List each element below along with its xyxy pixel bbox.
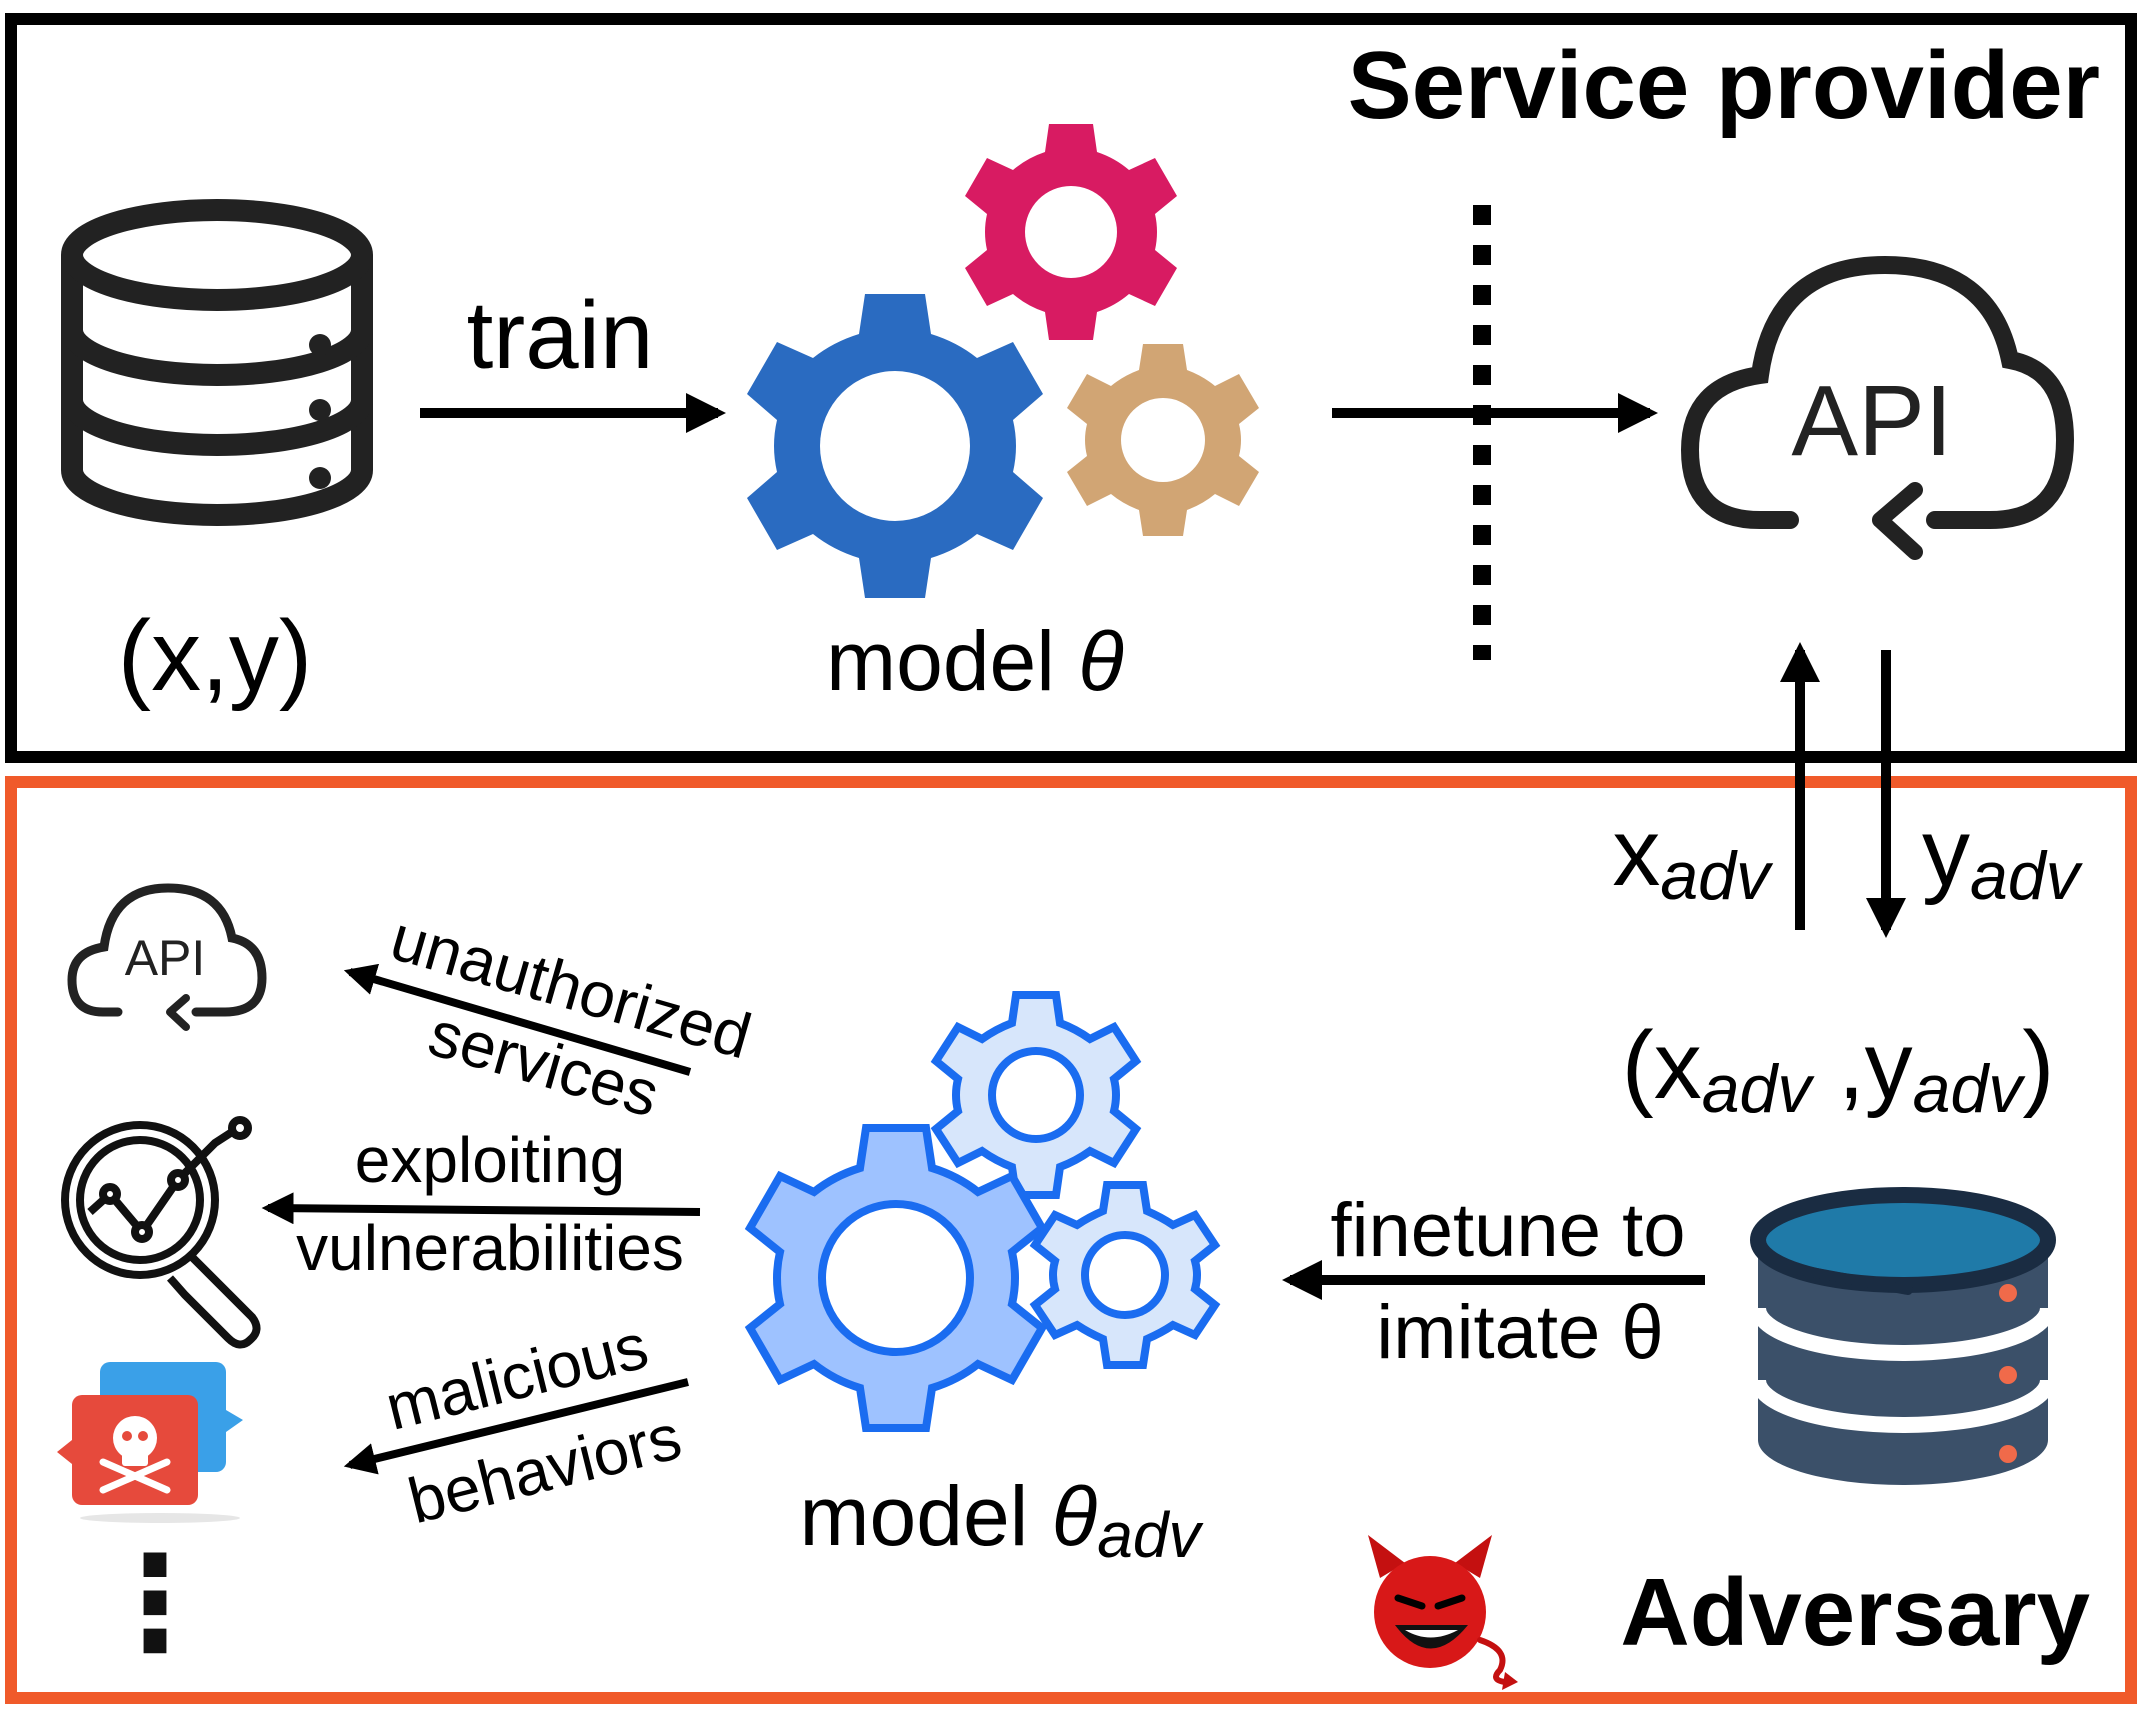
outcome-arrow-1 [343, 963, 692, 1076]
collected-pairs-label: (xadv ,yadv) [1622, 1012, 2055, 1127]
response-label: yadv [1922, 799, 2084, 914]
adversary-panel [5, 776, 2137, 1704]
outcome-arrow-3 [343, 1378, 689, 1475]
model-gears [747, 124, 1259, 598]
gear-pink-icon [965, 124, 1177, 340]
devil-face-icon [1368, 1535, 1518, 1690]
skull-icon [99, 1416, 171, 1494]
model-theta-label: model θ [826, 614, 1124, 708]
train-label: train [467, 282, 654, 389]
light-gear-small-icon [1029, 1181, 1221, 1369]
outcome-arrow-2 [261, 1192, 701, 1225]
outcome-exploiting: exploiting vulnerabilities [261, 1124, 701, 1284]
adversary-title: Adversary [1620, 1559, 2090, 1666]
adversary-database-icon [1750, 1187, 2056, 1485]
adversary-model-gears [744, 991, 1221, 1432]
finetune-label-line2: imitate θ [1376, 1290, 1663, 1375]
provider-title: Service provider [1348, 32, 2100, 139]
outcome-2-line2: vulnerabilities [296, 1212, 684, 1284]
outcome-unauthorized: unauthorized services [343, 901, 759, 1131]
malicious-chat-icon [57, 1362, 243, 1523]
gear-tan-icon [1067, 344, 1259, 536]
dataset-label: (x,y) [118, 600, 312, 712]
database-icon [61, 199, 373, 526]
outcome-2-line1: exploiting [355, 1124, 625, 1196]
light-gear-big-icon [744, 1124, 1048, 1432]
finetune-label-line1: finetune to [1331, 1188, 1686, 1273]
light-gear-top-icon [930, 991, 1142, 1199]
small-api-label: API [125, 930, 206, 986]
model-theta-adv-label: model θadv [800, 1469, 1205, 1571]
api-label: API [1791, 365, 1952, 477]
api-cloud-icon: API [1680, 255, 2075, 560]
outcome-malicious: malicious behaviors [343, 1309, 689, 1537]
small-api-cloud-icon: API [67, 883, 267, 1031]
query-label: xadv [1612, 799, 1774, 914]
more-outcomes-ellipsis: ⋮ [90, 1530, 220, 1676]
gear-blue-icon [747, 294, 1043, 598]
magnifier-chart-icon [61, 1116, 261, 1349]
provider-panel [5, 13, 2137, 763]
